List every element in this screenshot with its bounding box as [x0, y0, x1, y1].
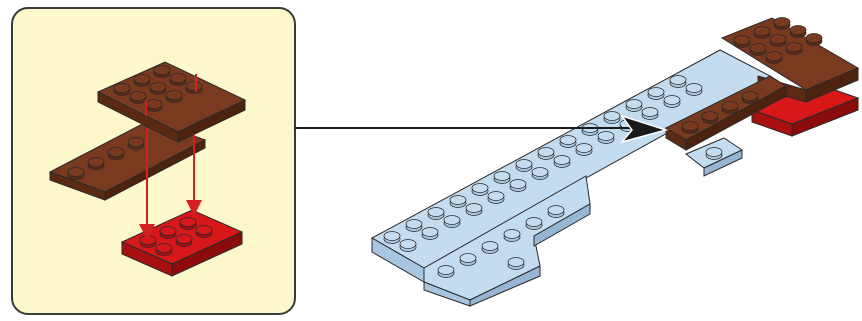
stud-blue: [664, 96, 680, 108]
stud-blue: [460, 254, 476, 266]
stud-blue: [554, 156, 570, 168]
stud-brown: [702, 112, 718, 124]
stud-brown: [114, 84, 130, 96]
stud-brown: [128, 138, 144, 150]
stud-brown: [146, 100, 162, 112]
stud-brown: [770, 35, 786, 47]
stud-blue: [400, 240, 416, 252]
stud-brown: [766, 52, 782, 64]
stud-brown: [806, 34, 822, 46]
stud-brown: [170, 74, 186, 86]
stud-blue: [510, 180, 526, 192]
stud-blue: [560, 136, 576, 148]
stud-red: [156, 244, 172, 256]
stud-blue: [504, 230, 520, 242]
stud-blue: [384, 232, 400, 244]
stud-blue: [538, 148, 554, 160]
stud-red: [196, 226, 212, 238]
stud-brown: [790, 26, 806, 38]
stud-brown: [186, 82, 202, 94]
stud-blue: [494, 172, 510, 184]
stud-blue: [428, 208, 444, 220]
stud-blue: [626, 100, 642, 112]
stud-blue: [444, 216, 460, 228]
stud-brown: [774, 18, 790, 30]
stud-blue: [488, 192, 504, 204]
stud-blue: [526, 218, 542, 230]
stud-brown: [88, 158, 104, 170]
stud-blue: [466, 204, 482, 216]
stud-brown: [682, 122, 698, 134]
stud-brown: [754, 27, 770, 39]
stud-brown: [154, 66, 170, 78]
stud-blue: [406, 220, 422, 232]
stud-blue: [598, 132, 614, 144]
stud-brown: [742, 92, 758, 104]
stud-brown: [134, 75, 150, 87]
stud-blue: [648, 88, 664, 100]
stud-blue: [576, 144, 592, 156]
stud-red: [180, 218, 196, 230]
blue-base-assembly: [372, 50, 770, 306]
stud-red: [160, 227, 176, 239]
stud-blue: [532, 168, 548, 180]
stud-red: [176, 235, 192, 247]
stud-brown: [786, 43, 802, 55]
stud-brown: [166, 91, 182, 103]
stud-blue: [686, 84, 702, 96]
stud-brown: [68, 168, 84, 180]
stud-red: [140, 236, 156, 248]
stud-blue: [642, 108, 658, 120]
stud-blue: [548, 206, 564, 218]
stud-brown: [130, 92, 146, 104]
stud-blue: [516, 160, 532, 172]
stud-brown: [750, 44, 766, 56]
stud-blue: [450, 196, 466, 208]
stud-blue: [604, 112, 620, 124]
stud-brown: [722, 102, 738, 114]
stud-blue: [482, 242, 498, 254]
stud-blue: [582, 124, 598, 136]
stud-brown: [150, 83, 166, 95]
stud-blue: [472, 184, 488, 196]
stud-brown: [734, 36, 750, 48]
stud-blue: [438, 266, 454, 278]
stud-brown: [108, 148, 124, 160]
stud-blue: [706, 148, 722, 160]
stud-blue: [508, 258, 524, 270]
stud-blue: [422, 228, 438, 240]
stud-blue: [670, 76, 686, 88]
